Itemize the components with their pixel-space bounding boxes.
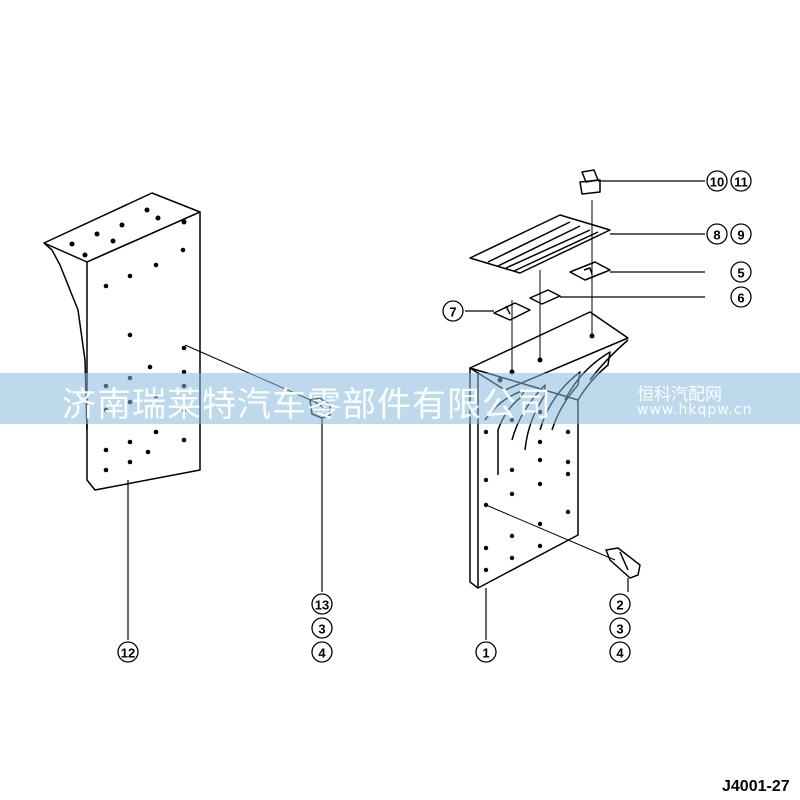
callout-11: 11 <box>734 175 748 190</box>
assembly-guide-lines <box>511 200 593 372</box>
callout-10: 10 <box>710 175 724 190</box>
callout-4b: 4 <box>616 646 624 661</box>
callout-6-circle <box>730 286 752 308</box>
watermark-banner <box>0 373 800 424</box>
callout-3a-circle <box>311 617 333 639</box>
top-plate-part-8-9 <box>469 214 705 274</box>
callout-12: 12 <box>121 646 135 661</box>
callout-3a: 3 <box>318 622 325 637</box>
callout-8: 8 <box>713 228 720 243</box>
callout-4a: 4 <box>318 646 326 661</box>
callout-1: 1 <box>482 646 489 661</box>
callout-3b: 3 <box>616 622 623 637</box>
right-bolt-part-2 <box>485 504 641 592</box>
callout-7-circle <box>442 300 464 322</box>
callout-1-circle <box>475 641 497 663</box>
callout-12-circle <box>117 641 139 663</box>
spacer-part-5 <box>569 261 705 281</box>
callout-13: 13 <box>315 598 329 613</box>
callout-9: 9 <box>737 228 744 243</box>
callout-2: 2 <box>616 598 623 613</box>
spacer-part-6 <box>529 289 705 305</box>
callout-7: 7 <box>449 305 456 320</box>
callout-5-circle <box>730 261 752 283</box>
callout-9-circle <box>730 223 752 245</box>
watermark-url: www.hkqpw.cn <box>637 402 753 418</box>
callout-3b-circle <box>609 617 631 639</box>
drawing-code: J4001-27 <box>722 778 790 795</box>
watermark-company: 济南瑞莱特汽车零部件有限公司 <box>62 385 552 425</box>
callout-10-circle <box>706 170 728 192</box>
callout-2-circle <box>609 593 631 615</box>
callout-4b-circle <box>609 641 631 663</box>
watermark-brand: 恒科汽配网 <box>637 385 722 405</box>
callout-8-circle <box>706 223 728 245</box>
callout-13-circle <box>311 593 333 615</box>
right-bracket-part-1 <box>469 311 629 640</box>
spacer-part-7 <box>465 302 531 321</box>
callout-5: 5 <box>737 266 744 281</box>
callout-6: 6 <box>737 291 744 306</box>
callout-11-circle <box>730 170 752 192</box>
callout-4a-circle <box>311 641 333 663</box>
top-bolt-part-10-11 <box>579 169 705 195</box>
